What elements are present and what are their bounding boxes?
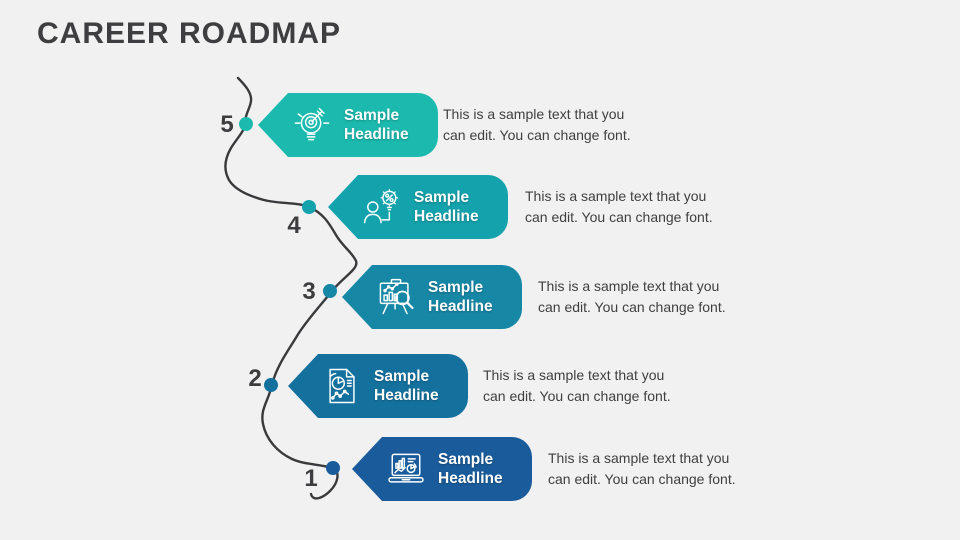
- step-5-headline: Sample Headline: [344, 107, 409, 143]
- step-3-description: This is a sample text that you can edit.…: [538, 278, 726, 315]
- step-1-banner: Sample Headline: [352, 437, 532, 501]
- milestone-dot-3: [323, 284, 337, 298]
- slide-title: CAREER ROADMAP: [37, 17, 342, 50]
- banner-arrow-shape: [352, 437, 532, 501]
- step-2-description: This is a sample text that you can edit.…: [483, 367, 671, 404]
- step-3-number: 3: [302, 278, 316, 305]
- milestone-dot-4: [302, 200, 316, 214]
- step-3-headline: Sample Headline: [428, 279, 493, 315]
- banner-arrow-shape: [328, 175, 508, 239]
- step-5-banner: Sample Headline: [258, 93, 438, 157]
- step-2-headline: Sample Headline: [374, 368, 439, 404]
- idea-target-bulb-icon: [290, 103, 334, 147]
- report-pie-chart-document-icon: [320, 364, 364, 408]
- step-2-banner: Sample Headline: [288, 354, 468, 418]
- laptop-analytics-icon: [384, 447, 428, 491]
- step-4-headline: Sample Headline: [414, 189, 479, 225]
- step-1-number: 1: [304, 465, 318, 492]
- milestone-dot-2: [264, 378, 278, 392]
- step-5-description: This is a sample text that you can edit.…: [443, 106, 631, 143]
- winding-path-line: [224, 76, 358, 500]
- person-idea-gear-bulb-icon: [360, 185, 404, 229]
- step-1-description: This is a sample text that you can edit.…: [548, 450, 736, 487]
- step-2-number: 2: [248, 365, 262, 392]
- step-4-description: This is a sample text that you can edit.…: [525, 188, 713, 225]
- step-4-banner: Sample Headline: [328, 175, 508, 239]
- step-4-number: 4: [287, 212, 301, 239]
- milestone-dot-5: [239, 117, 253, 131]
- presentation-chart-magnifier-icon: [374, 275, 418, 319]
- banner-arrow-shape: [258, 93, 438, 157]
- step-1-headline: Sample Headline: [438, 451, 503, 487]
- milestone-dot-1: [326, 461, 340, 475]
- step-3-banner: Sample Headline: [342, 265, 522, 329]
- banner-arrow-shape: [342, 265, 522, 329]
- step-5-number: 5: [220, 111, 234, 138]
